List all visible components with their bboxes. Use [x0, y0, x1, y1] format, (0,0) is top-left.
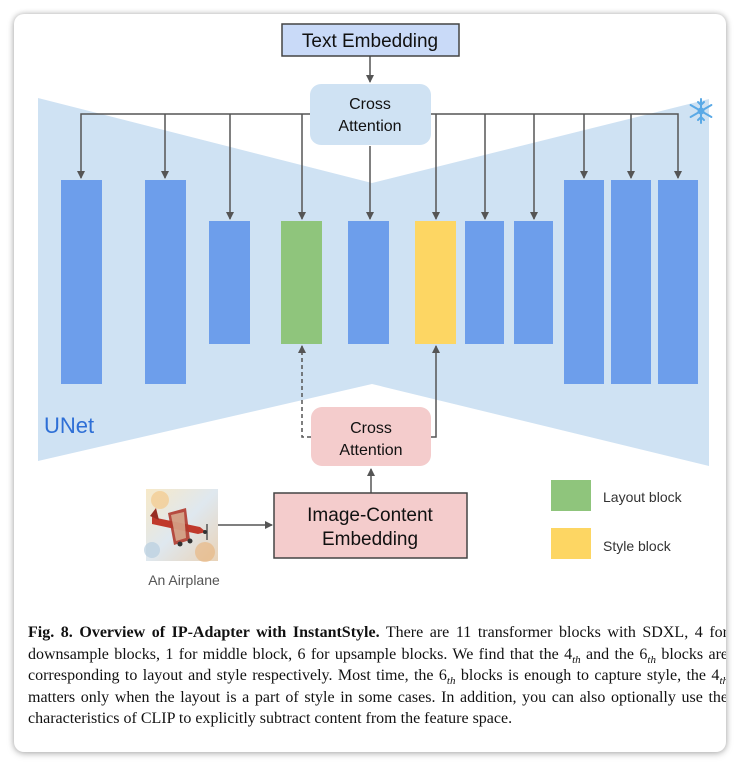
upsample-block-5 — [611, 180, 651, 384]
layout-dashed-connector — [298, 345, 311, 438]
top-attention-connectors — [77, 113, 682, 220]
image-content-line1: Image-Content — [307, 505, 433, 526]
text-embedding-label: Text Embedding — [302, 31, 438, 52]
cross-attention-top-line1: Cross — [349, 96, 391, 113]
upsample-block-4 — [564, 180, 604, 384]
caption-part-5: matters only when the layout is a part o… — [28, 688, 726, 728]
downsample-block-3 — [209, 221, 250, 344]
upsample-block-2 — [465, 221, 504, 344]
image-content-embedding-box: Image-Content Embedding — [273, 492, 468, 559]
caption-part-2: and the 6 — [580, 645, 648, 663]
figure-card: Text Embedding Cross Attention UNet Cros… — [14, 14, 726, 752]
ip-adapter-diagram: Text Embedding Cross Attention UNet Cros… — [38, 23, 713, 588]
figure-label: Fig. 8. Overview of IP-Adapter with Inst… — [28, 624, 380, 641]
legend: Layout block Style block — [551, 480, 683, 559]
airplane-image — [144, 489, 218, 562]
image-content-line2: Embedding — [322, 529, 418, 550]
downsample-block-2 — [145, 180, 186, 384]
caption-part-1: There are 11 transformer blocks with SDX… — [28, 624, 726, 663]
upsample-block-6 — [658, 180, 698, 384]
legend-style-label: Style block — [603, 538, 672, 554]
figure-caption: Fig. 8. Overview of IP-Adapter with Inst… — [28, 622, 726, 730]
style-block — [415, 221, 456, 344]
snowflake-icon — [689, 98, 713, 124]
style-connector — [431, 345, 440, 438]
caption-part-3: blocks are corresponding to layout and s… — [28, 645, 726, 685]
caption-sub-2: th — [647, 653, 656, 666]
unet-blocks — [61, 180, 698, 384]
cross-attention-bottom-line2: Attention — [339, 442, 402, 459]
legend-layout-label: Layout block — [603, 489, 683, 505]
cross-attention-bottom-line1: Cross — [350, 420, 392, 437]
layout-block — [281, 221, 322, 344]
cross-attention-bottom: Cross Attention — [311, 407, 431, 466]
caption-sub-4: th — [719, 675, 726, 688]
unet-label: UNet — [44, 413, 94, 438]
input-image-caption: An Airplane — [148, 572, 220, 588]
legend-layout-swatch — [551, 480, 591, 511]
caption-part-4: blocks is enough to capture style, the 4 — [455, 667, 720, 684]
cross-attention-top-line2: Attention — [338, 118, 401, 135]
text-embedding-box: Text Embedding — [281, 23, 460, 57]
legend-style-swatch — [551, 528, 591, 559]
caption-sub-1: th — [572, 653, 581, 666]
caption-sub-3: th — [446, 675, 456, 688]
downsample-block-1 — [61, 180, 102, 384]
middle-block — [348, 221, 389, 344]
upsample-block-3 — [514, 221, 553, 344]
cross-attention-top: Cross Attention — [310, 84, 431, 145]
